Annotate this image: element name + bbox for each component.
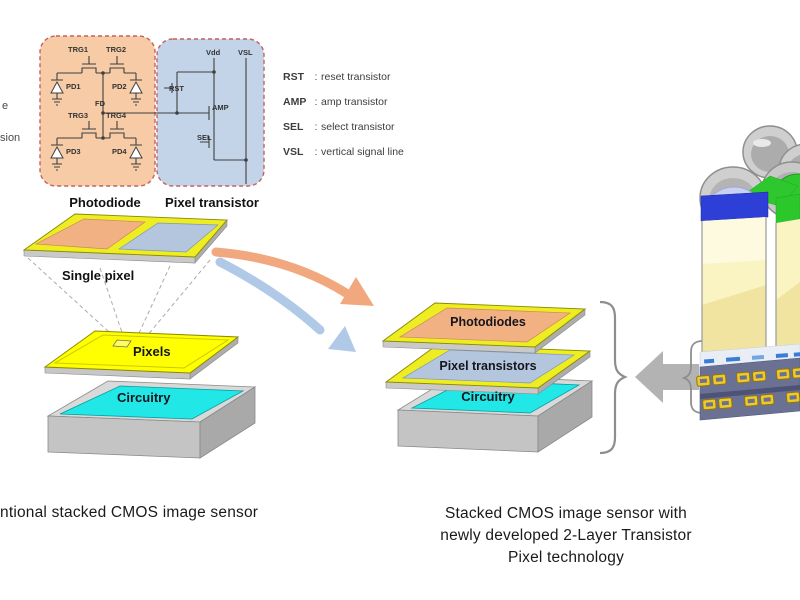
photodiodes-label: Photodiodes: [450, 315, 526, 329]
legend-row-rst: RST:reset transistor: [283, 71, 390, 83]
photodiodes-layer: [398, 307, 572, 343]
legend-row-amp: AMP:amp transistor: [283, 96, 388, 108]
legend-abbr: VSL: [283, 146, 304, 158]
circuitry-label-right: Circuitry: [461, 389, 515, 404]
structure-brace: [681, 340, 704, 414]
legend-sep: :: [314, 146, 318, 158]
amp-label: AMP: [212, 103, 229, 112]
legend-desc: select transistor: [321, 121, 395, 133]
detail-arrow: [635, 351, 699, 403]
pd2-label: PD2: [112, 82, 127, 91]
photodiode-region-label: Photodiode: [69, 195, 141, 210]
legend-desc: amp transistor: [321, 96, 388, 108]
legend-abbr: RST: [283, 71, 304, 83]
interconnect-band: [699, 343, 800, 368]
mapping-arrows: [211, 247, 374, 352]
color-filter-blue: [700, 191, 769, 222]
legend-desc: reset transistor: [321, 71, 391, 83]
pixels-label: Pixels: [133, 344, 171, 359]
arrow-blue: [215, 257, 325, 335]
legend-abbr: AMP: [283, 96, 307, 108]
wiring-links: [696, 366, 800, 411]
pixel-structure-3d: [696, 125, 800, 421]
circuitry-layer-left: [59, 385, 245, 420]
two-layer-stack: [381, 300, 628, 455]
trg1-label: TRG1: [68, 45, 89, 54]
arrow-orange: [211, 247, 351, 298]
pd4-label: PD4: [112, 147, 127, 156]
single-pixel-label: Single pixel: [62, 268, 135, 283]
color-filter-green: [775, 193, 800, 224]
photodiode-columns: [701, 217, 800, 354]
circuit-wires: [51, 56, 247, 184]
vdd-label: Vdd: [206, 48, 221, 57]
trg2-label: TRG2: [106, 45, 127, 54]
projection-dashed-lines: [27, 257, 211, 345]
legend-row-vsl: VSL:vertical signal line: [283, 146, 404, 158]
wiring-layer-stripe: [700, 385, 800, 399]
pixel-transistor-region-label: Pixel transistor: [165, 195, 259, 210]
circuitry-label-left: Circuitry: [117, 390, 171, 405]
pixel-marker: [112, 339, 132, 348]
pixel-transistors-layer: [401, 349, 576, 384]
photodiode-symbols: [50, 80, 143, 159]
fd-label: FD: [95, 99, 105, 108]
pixel-transistors-label: Pixel transistors: [439, 359, 537, 373]
legend-sep: :: [314, 121, 318, 133]
right-caption-line2: newly developed 2-Layer Transistor: [440, 527, 692, 544]
sel-label: SEL: [197, 133, 212, 142]
legend-abbr: SEL: [283, 121, 304, 133]
circuit-junctions: [101, 70, 248, 162]
edge-fragment-2: sion: [0, 132, 21, 144]
left-caption: ntional stacked CMOS image sensor: [0, 504, 259, 521]
legend-row-sel: SEL:select transistor: [283, 121, 395, 133]
vsl-label: VSL: [238, 48, 253, 57]
pd1-label: PD1: [66, 82, 81, 91]
stack-brace: [599, 300, 628, 455]
single-pixel-transistor-half: [117, 222, 219, 253]
rst-label: RST: [169, 84, 184, 93]
edge-fragment-1: e: [2, 100, 9, 112]
pixel-transistor-region-box: [156, 38, 265, 187]
single-pixel-photodiode-half: [34, 218, 147, 250]
legend-sep: :: [314, 96, 318, 108]
single-pixel-tile: [22, 213, 228, 264]
pixels-layer: [43, 330, 240, 374]
trg4-label: TRG4: [106, 111, 127, 120]
pd3-label: PD3: [66, 147, 81, 156]
legend-desc: vertical signal line: [321, 146, 404, 158]
right-caption-line3: Pixel technology: [507, 549, 625, 566]
trg3-label: TRG3: [68, 111, 89, 120]
right-caption-line1: Stacked CMOS image sensor with: [444, 505, 688, 522]
conventional-stack: [43, 330, 257, 459]
pixel-circuit-diagram: [39, 35, 265, 187]
legend-sep: :: [314, 71, 318, 83]
